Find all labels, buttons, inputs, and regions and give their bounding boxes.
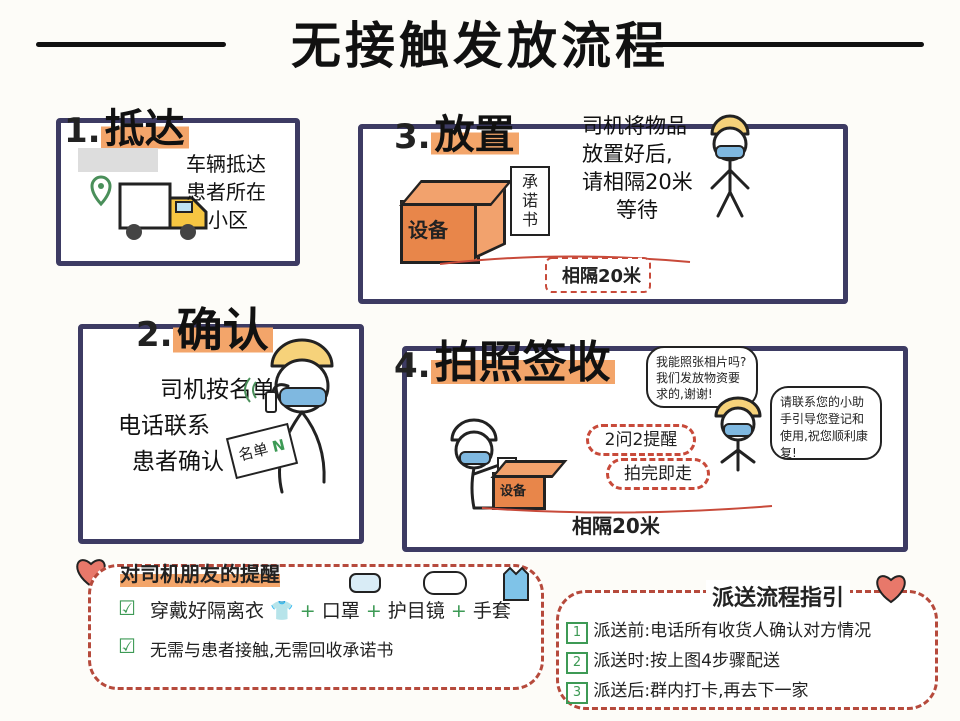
phone-icon (265, 391, 277, 413)
goggles-item-icon (423, 571, 467, 595)
guide-item-text: 群内打卡,再去下一家 (650, 681, 809, 701)
step-2-text: 司机按名单 电话联系 患者确认 (118, 372, 278, 480)
goggles-item-label: 护目镜 (387, 600, 445, 622)
distance-label-3: 相隔20米 (562, 266, 642, 287)
truck-illustration (78, 148, 208, 240)
driver-figure-3 (710, 114, 750, 218)
guide-item-label: 派送后: (593, 681, 651, 701)
step-3-number: 3. (394, 117, 431, 157)
driver-phone-figure (244, 338, 334, 494)
guide-item-label: 派送时: (593, 651, 651, 671)
guide-number-badge: 2 (566, 652, 588, 674)
distance-line-3 (439, 255, 691, 293)
guide-item-3: 3 派送后:群内打卡,再去下一家 (566, 676, 809, 704)
step-1-line: 车辆抵达 (186, 152, 266, 176)
guide-item-text: 按上图4步骤配送 (650, 651, 780, 671)
step-1-line: 患者所在 (186, 180, 266, 204)
guide-number-badge: 1 (566, 622, 588, 644)
mask-item-label: 口罩 (321, 600, 360, 622)
guide-number-badge: 3 (566, 682, 588, 704)
delivery-truck-icon (118, 182, 208, 240)
step-2-word: 确认 (172, 303, 273, 357)
delivery-guide-title: 派送流程指引 (706, 580, 851, 612)
reminder-line-1-text: 穿戴好隔离衣 (150, 600, 265, 622)
promise-paper-label: 承诺书 (521, 172, 538, 229)
step-2-line: 司机按名单 (160, 377, 275, 403)
step-1-word: 抵达 (100, 106, 189, 152)
gloves-item-label: 手套 (472, 600, 511, 622)
gown-icon: 👕 (270, 600, 294, 622)
step-1-line: 小区 (208, 208, 248, 232)
step-3-line: 司机将物品 (582, 114, 687, 138)
step-3-line: 放置好后, (582, 142, 673, 166)
distance-line-4 (481, 505, 773, 514)
guide-item-2: 2 派送时:按上图4步骤配送 (566, 646, 780, 674)
step-3-line: 请相隔20米 (582, 170, 693, 194)
step-1-text: 车辆抵达 患者所在 小区 (186, 150, 296, 234)
mask-icon (279, 387, 327, 407)
mask-item-icon (349, 573, 381, 593)
reminder-line-2: 无需与患者接触,无需回收承诺书 (150, 641, 394, 661)
title-rule-left (36, 42, 226, 47)
step-3-title: 3.放置 (394, 102, 519, 160)
device-box-label: 设备 (408, 218, 448, 242)
driver-reminder-title: 对司机朋友的提醒 (120, 558, 280, 587)
checkbox-icon: ☑ (118, 596, 136, 620)
reminder-pill-1: 2问2提醒 (586, 424, 696, 456)
title-rule-right (654, 42, 924, 47)
promise-paper: 承诺书 (510, 166, 550, 236)
mask-icon (723, 423, 753, 437)
step-3-word: 放置 (430, 112, 519, 158)
ppe-items-illustration (349, 566, 529, 601)
step-3-text: 司机将物品 放置好后, 请相隔20米 等待 (582, 112, 742, 224)
step-2-line: 电话联系 (118, 413, 210, 439)
patient-figure (714, 396, 762, 472)
plus-icon: + (450, 600, 467, 622)
plus-icon: + (299, 600, 316, 622)
step-4-number: 4. (394, 346, 431, 386)
reminder-pill-2: 拍完即走 (606, 458, 710, 490)
device-box-4-label: 设备 (500, 484, 527, 499)
step-4-title: 4.拍照签收 (394, 326, 615, 390)
heart-icon (876, 575, 906, 604)
guide-item-label: 派送前: (593, 621, 651, 641)
buildings-bg (78, 148, 158, 172)
mask-icon (459, 451, 491, 465)
device-box-4-front (492, 472, 546, 510)
step-2-number: 2. (136, 315, 173, 355)
guide-item-text: 电话所有收货人确认对方情况 (650, 621, 872, 641)
gloves-item-icon (503, 566, 529, 601)
step-3-line: 等待 (616, 198, 658, 222)
plus-icon: + (365, 600, 382, 622)
speech-bubble-left: 我能照张相片吗?我们发放物资要求的,谢谢! (646, 346, 758, 408)
speech-bubble-right: 请联系您的小助手引导您登记和使用,祝您顺利康复! (770, 386, 882, 460)
step-4-word: 拍照签收 (430, 337, 615, 388)
location-pin-icon (90, 175, 112, 207)
mask-icon (715, 145, 745, 159)
distance-label-4: 相隔20米 (572, 514, 660, 538)
signal-icon (244, 377, 257, 403)
reminder-line-1: 穿戴好隔离衣 👕 + 口罩 + 护目镜 + 手套 (150, 596, 511, 623)
hard-hat-icon (270, 338, 334, 368)
step-2-line: 患者确认 (132, 449, 224, 475)
page-title: 无接触发放流程 (291, 17, 669, 75)
step-1-title: 1.抵达 (64, 96, 189, 154)
step-2-title: 2.确认 (136, 294, 273, 360)
name-list-label: 名单 (236, 439, 271, 465)
check-icon: N (270, 435, 287, 457)
checkbox-icon: ☑ (118, 634, 136, 658)
step-1-number: 1. (64, 111, 101, 151)
guide-item-1: 1 派送前:电话所有收货人确认对方情况 (566, 616, 871, 644)
